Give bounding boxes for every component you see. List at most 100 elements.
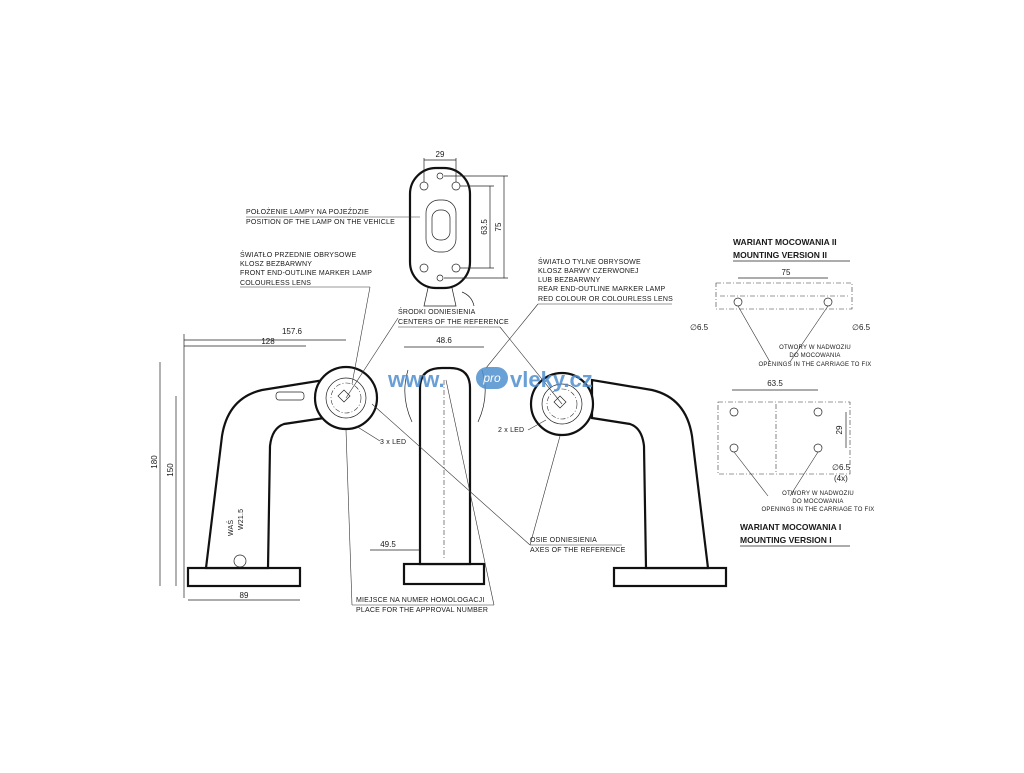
- label-rear-lamp: ŚWIATŁO TYLNE OBRYSOWE KLOSZ BARWY CZERW…: [485, 257, 673, 369]
- leader-approval-1: [345, 429, 353, 606]
- label-lamp-position-en: POSITION OF THE LAMP ON THE VEHICLE: [246, 219, 395, 226]
- left-mark-was: WAŚ: [226, 520, 235, 536]
- dim-mid-width: 48.6: [436, 336, 452, 345]
- label-front-pl-2: KLOSZ BEZBARWNY: [240, 261, 312, 268]
- label-lamp-position-pl: POŁOŻENIE LAMPY NA POJEŹDZIE: [246, 207, 369, 216]
- left-lamp-center-mark: [337, 389, 351, 403]
- dim-span1: 157.6: [282, 327, 303, 336]
- watermark: www. pro vleky.cz: [387, 367, 593, 392]
- variant1-hole-tl: [729, 407, 739, 417]
- watermark-post: vleky.cz: [510, 367, 593, 392]
- middle-side-view: 48.6 49.5: [370, 336, 486, 586]
- variant1-hole-count: (4x): [834, 474, 848, 483]
- variant1-hole-label: ∅6.5: [832, 463, 851, 472]
- variant2-note-1: OTWORY W NADWOZIU: [779, 345, 851, 351]
- variant1-hole-br: [813, 443, 823, 453]
- label-axes-en: AXES OF THE REFERENCE: [530, 547, 626, 554]
- leader-axes-1: [371, 403, 531, 546]
- variant2-note-2: DO MOCOWANIA: [789, 353, 840, 359]
- top-stem-side: [461, 291, 475, 307]
- right-base-plate: [612, 566, 728, 588]
- top-hole-b: [436, 274, 444, 282]
- top-slot-inner: [431, 209, 451, 241]
- label-rear-en-2: RED COLOUR OR COLOURLESS LENS: [538, 296, 673, 303]
- left-lamp-lens-rays: [330, 382, 362, 414]
- variant1-title-en: MOUNTING VERSION I: [740, 535, 832, 545]
- label-front-en-1: FRONT END-OUTLINE MARKER LAMP: [240, 270, 372, 277]
- leader-centers-left: [345, 317, 399, 399]
- label-approval: MIEJSCE NA NUMER HOMOLOGACJI PLACE FOR T…: [345, 379, 495, 614]
- top-stem: [423, 287, 457, 307]
- right-lamp-lens-rays: [546, 388, 578, 420]
- variant1-leader-1: [733, 451, 769, 497]
- left-lamp-lens: [325, 377, 367, 419]
- watermark-pro: pro: [482, 371, 501, 385]
- right-arm: [590, 378, 710, 570]
- variant2-hole-left-label: ∅6.5: [690, 323, 709, 332]
- dim-height2: 150: [166, 463, 175, 477]
- label-front-lamp: ŚWIATŁO PRZEDNIE OBRYSOWE KLOSZ BEZBARWN…: [240, 250, 372, 385]
- middle-stem: [418, 366, 472, 566]
- leader-axes-2: [529, 435, 561, 546]
- middle-lens-left: [404, 369, 413, 423]
- variant2-hole-right: [823, 297, 833, 307]
- left-mark-w21: W21.5: [238, 509, 245, 530]
- watermark-pre: www.: [387, 367, 445, 392]
- label-centers-pl: ŚRODKI ODNIESIENIA: [398, 307, 476, 316]
- label-axes: OSIE ODNIESIENIA AXES OF THE REFERENCE: [371, 403, 626, 554]
- left-base-plate: [186, 566, 302, 588]
- left-approval-circle: [233, 554, 247, 568]
- variant1-title-pl: WARIANT MOCOWANIA I: [740, 522, 841, 532]
- dim-top-h2: 75: [494, 222, 503, 231]
- variant1-note-2: DO MOCOWANIA: [792, 499, 843, 505]
- variant1-dim-height: 29: [835, 425, 844, 434]
- right-lamp-center-mark: [553, 395, 567, 409]
- top-view: 29 63.5 75: [408, 150, 508, 307]
- variant2-title-en: MOUNTING VERSION II: [733, 250, 827, 260]
- variant1-hole-tr: [813, 407, 823, 417]
- top-slot-outer: [425, 199, 457, 253]
- right-lamp-lens: [541, 383, 583, 425]
- variant1-dim-width: 63.5: [767, 379, 783, 388]
- label-rear-en-1: REAR END-OUTLINE MARKER LAMP: [538, 286, 665, 293]
- label-axes-pl: OSIE ODNIESIENIA: [530, 537, 597, 544]
- leader-led3: [355, 425, 381, 442]
- top-hole-t: [436, 172, 444, 180]
- dim-top-h1: 63.5: [480, 219, 489, 235]
- variant2-leader-r: [789, 305, 829, 363]
- label-approval-pl: MIEJSCE NA NUMER HOMOLOGACJI: [356, 597, 485, 604]
- variant1-detail: 63.5 29 ∅6.5 (4x) OTWORY W NADWOZIU DO M…: [717, 379, 875, 547]
- label-approval-en: PLACE FOR THE APPROVAL NUMBER: [356, 607, 488, 614]
- variant1-plate: [717, 401, 851, 475]
- label-rear-pl-2: KLOSZ BARWY CZERWONEJ: [538, 268, 639, 275]
- dim-mid-base: 49.5: [380, 540, 396, 549]
- dim-base: 89: [240, 591, 249, 600]
- label-led2: 2 x LED: [498, 427, 524, 434]
- label-led3: 3 x LED: [380, 439, 406, 446]
- label-centers: ŚRODKI ODNIESIENIA CENTERS OF THE REFERE…: [345, 307, 563, 405]
- variant1-note-3: OPENINGS IN THE CARRIAGE TO FIX: [762, 507, 875, 513]
- leader-led2: [527, 419, 547, 431]
- left-arm: [204, 378, 326, 570]
- variant2-title-pl: WARIANT MOCOWANIA II: [733, 237, 837, 247]
- label-centers-en: CENTERS OF THE REFERENCE: [398, 319, 509, 326]
- label-front-en-2: COLOURLESS LENS: [240, 280, 311, 287]
- dim-top-width: 29: [436, 150, 445, 159]
- label-front-pl-1: ŚWIATŁO PRZEDNIE OBRYSOWE: [240, 250, 356, 259]
- variant1-hole-bl: [729, 443, 739, 453]
- variant2-leader-l: [737, 305, 771, 363]
- variant2-dim-width: 75: [782, 268, 791, 277]
- dim-span2: 128: [261, 337, 275, 346]
- left-arm-grip: [275, 391, 305, 401]
- leader-front: [351, 286, 371, 385]
- watermark-pro-badge: [476, 367, 508, 389]
- leader-approval-2: [445, 379, 495, 606]
- variant2-note-3: OPENINGS IN THE CARRIAGE TO FIX: [759, 362, 872, 368]
- variant1-leader-2: [789, 451, 819, 497]
- label-lamp-position: POŁOŻENIE LAMPY NA POJEŹDZIE POSITION OF…: [246, 207, 420, 226]
- top-plate-outline: [408, 166, 472, 290]
- leader-rear: [485, 303, 539, 369]
- right-lamp: [529, 371, 728, 588]
- variant2-hole-left: [733, 297, 743, 307]
